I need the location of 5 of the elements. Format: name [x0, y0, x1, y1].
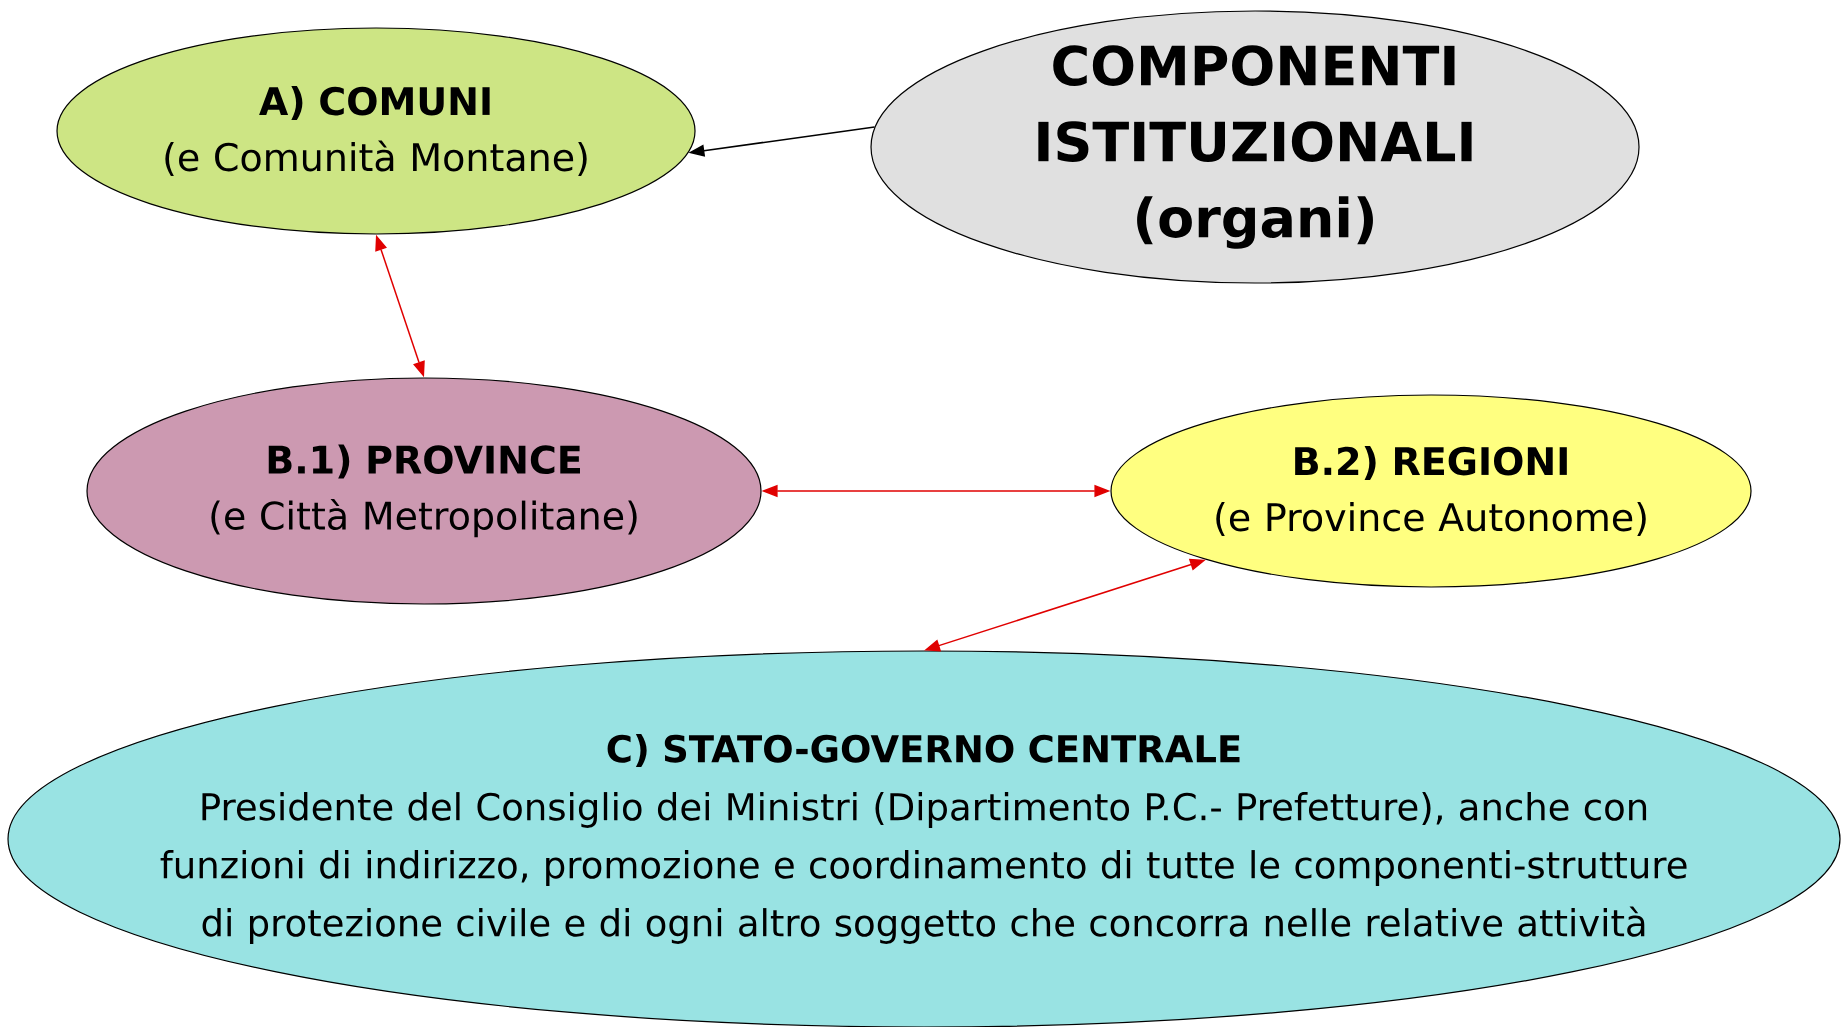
ellipse-node: B.1) PROVINCE (e Città Metropolitane) — [86, 377, 762, 605]
ellipse-node: B.2) REGIONI (e Province Autonome) — [1110, 394, 1752, 588]
ellipse-node: C) STATO-GOVERNO CENTRALE Presidente del Consiglio dei Ministri (Dipartimento P.C.- Prefetture), anche con funzioni di indirizzo, promozione e coordinamento di tutte le componenti-strutture di protezione civile e di ogni altro soggetto che concorra nelle relative attività — [7, 650, 1841, 1027]
ellipse-node: COMPONENTI ISTITUZIONALI (organi) — [870, 10, 1640, 284]
ellipse-node: A) COMUNI (e Comunità Montane) — [56, 27, 696, 235]
